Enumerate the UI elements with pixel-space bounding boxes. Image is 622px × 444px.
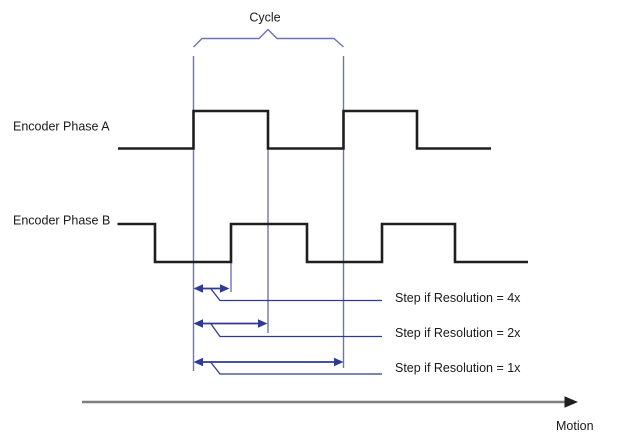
- motion-arrowhead-icon: [564, 396, 578, 408]
- step-2x-arrowhead-right-icon: [258, 319, 268, 328]
- phase-a-waveform: [118, 109, 491, 150]
- step-2x-label: Step if Resolution = 2x: [395, 326, 521, 340]
- step-1x-leader-line: [210, 362, 382, 375]
- step-4x-label: Step if Resolution = 4x: [395, 291, 521, 305]
- step-4x-arrowhead-left-icon: [193, 284, 203, 293]
- cycle-label: Cycle: [249, 11, 280, 25]
- step-4x-leader-line: [210, 288, 382, 302]
- phase-b-waveform: [117, 222, 528, 264]
- step-1x-label: Step if Resolution = 1x: [395, 361, 521, 375]
- step-4x-arrowhead-right-icon: [220, 284, 230, 293]
- phase-b-label: Encoder Phase B: [13, 214, 110, 228]
- step-2x-leader-line: [210, 323, 382, 338]
- step-2x-arrowhead-left-icon: [193, 319, 203, 328]
- motion-label: Motion: [556, 419, 594, 433]
- cycle-brace: [193, 28, 344, 48]
- phase-a-label: Encoder Phase A: [13, 120, 110, 134]
- step-1x-arrowhead-right-icon: [334, 357, 344, 367]
- step-1x-arrowhead-left-icon: [193, 357, 203, 367]
